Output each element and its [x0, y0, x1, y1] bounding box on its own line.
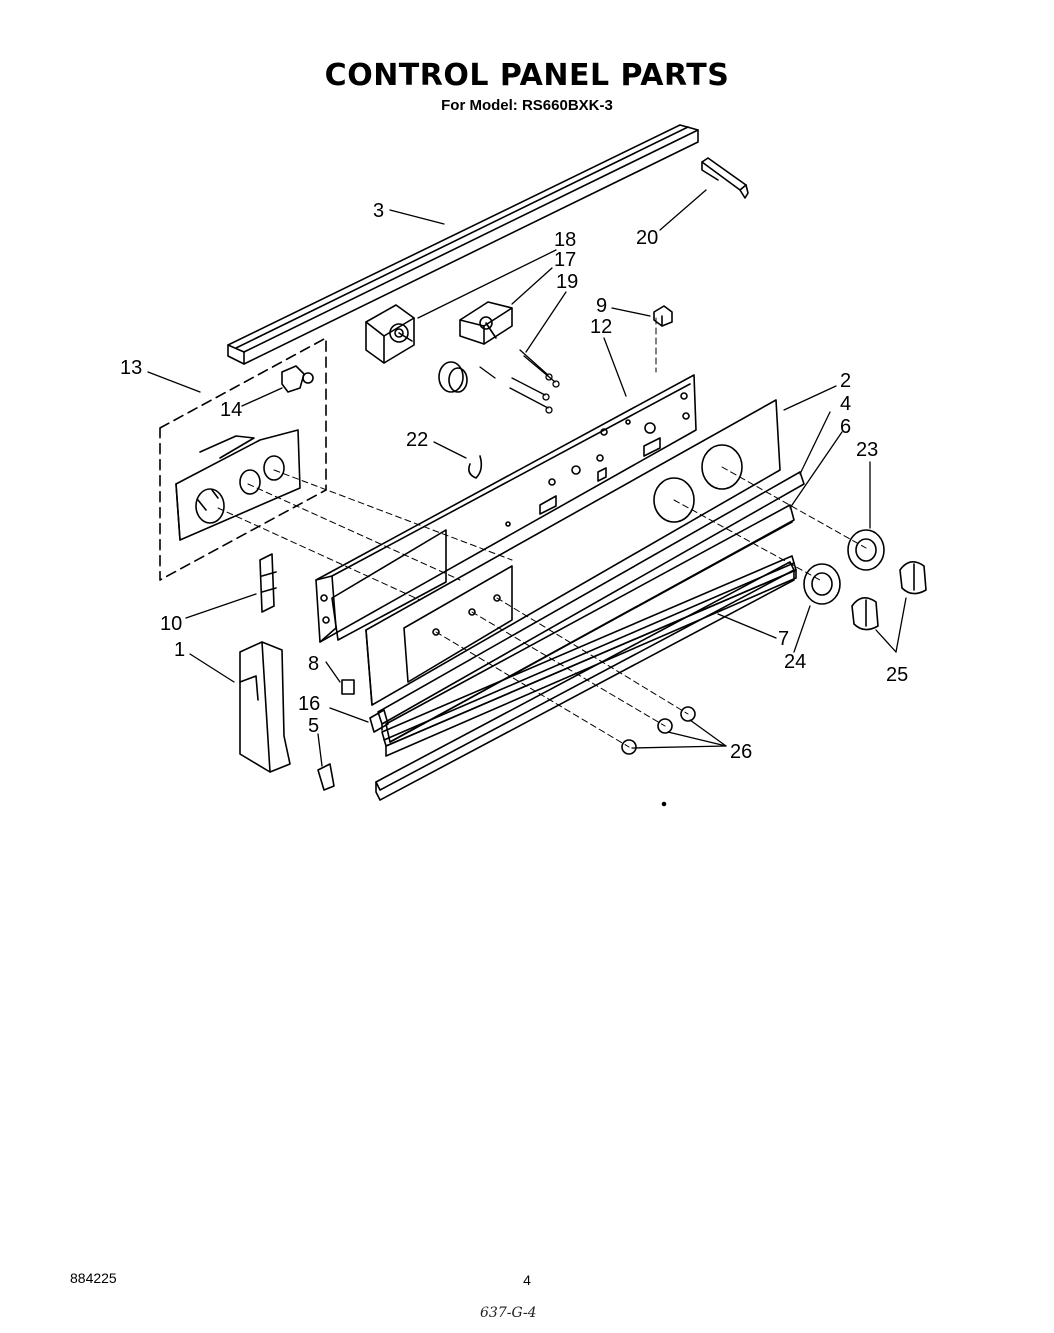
callout-6: 6: [840, 416, 851, 438]
callout-17: 17: [554, 249, 576, 271]
callout-14: 14: [220, 399, 242, 421]
bottom-channel: [375, 561, 795, 801]
part-4-trim: [377, 471, 805, 731]
callout-4: 4: [840, 393, 851, 415]
callout-5: 5: [308, 715, 319, 737]
callout-24: 24: [784, 651, 806, 673]
handwritten-note: 637-G-4: [480, 1305, 537, 1321]
part-17-timer: [459, 301, 513, 345]
callout-18: 18: [554, 229, 576, 251]
part-12-mounting-panel: [315, 374, 697, 643]
part-16-strip: [369, 709, 389, 733]
callout-2: 2: [840, 370, 851, 392]
part-25-knob-b: [851, 597, 879, 631]
part-18-clock-module: [365, 304, 415, 364]
part-10-bracket: [259, 553, 277, 613]
assembly-13-outline: [159, 337, 327, 581]
model-subtitle: For Model: RS660BXK-3: [441, 97, 613, 114]
part-26-nuts: [621, 706, 696, 755]
callout-9: 9: [596, 295, 607, 317]
callout-1: 1: [174, 639, 185, 661]
callout-16: 16: [298, 693, 320, 715]
assembly-lines: [217, 317, 867, 748]
leader-lines: [147, 189, 907, 767]
part-20-bracket: [701, 157, 749, 199]
callout-labels: 3 20 18 17 19 9 12 13 14 22 2 4 6 23 10 …: [120, 200, 908, 763]
part-24-bezel: [803, 563, 841, 605]
callout-7: 7: [778, 628, 789, 650]
callout-12: 12: [590, 316, 612, 338]
page-number: 4: [523, 1272, 531, 1288]
callout-20: 20: [636, 227, 658, 249]
callout-13: 13: [120, 357, 142, 379]
callout-19: 19: [556, 271, 578, 293]
document-number: 884225: [70, 1270, 117, 1286]
part-2-control-panel: [365, 399, 781, 706]
wire-harness: [479, 349, 560, 414]
part-9-clip: [653, 305, 673, 327]
callout-10: 10: [160, 613, 182, 635]
part-7-lower-rail: [381, 555, 797, 757]
part-25-knob-a: [899, 561, 927, 595]
part-19-ring: [438, 361, 468, 393]
page-title: CONTROL PANEL PARTS: [324, 58, 730, 93]
callout-3: 3: [373, 200, 384, 222]
part-14-knob-stem: [281, 365, 314, 393]
part-13-switch-assembly: [175, 429, 301, 541]
callout-8: 8: [308, 653, 319, 675]
callout-23: 23: [856, 439, 878, 461]
callout-25: 25: [886, 664, 908, 686]
callout-26: 26: [730, 741, 752, 763]
part-23-bezel: [847, 529, 885, 571]
part-3-top-trim: [227, 124, 699, 365]
stray-mark: [661, 801, 667, 807]
part-6-trim: [385, 504, 795, 743]
part-5-bracket: [317, 763, 335, 791]
part-8-clip: [341, 679, 355, 695]
part-1-end-cap: [239, 641, 291, 773]
part-22-clip: [468, 455, 483, 479]
callout-22: 22: [406, 429, 428, 451]
